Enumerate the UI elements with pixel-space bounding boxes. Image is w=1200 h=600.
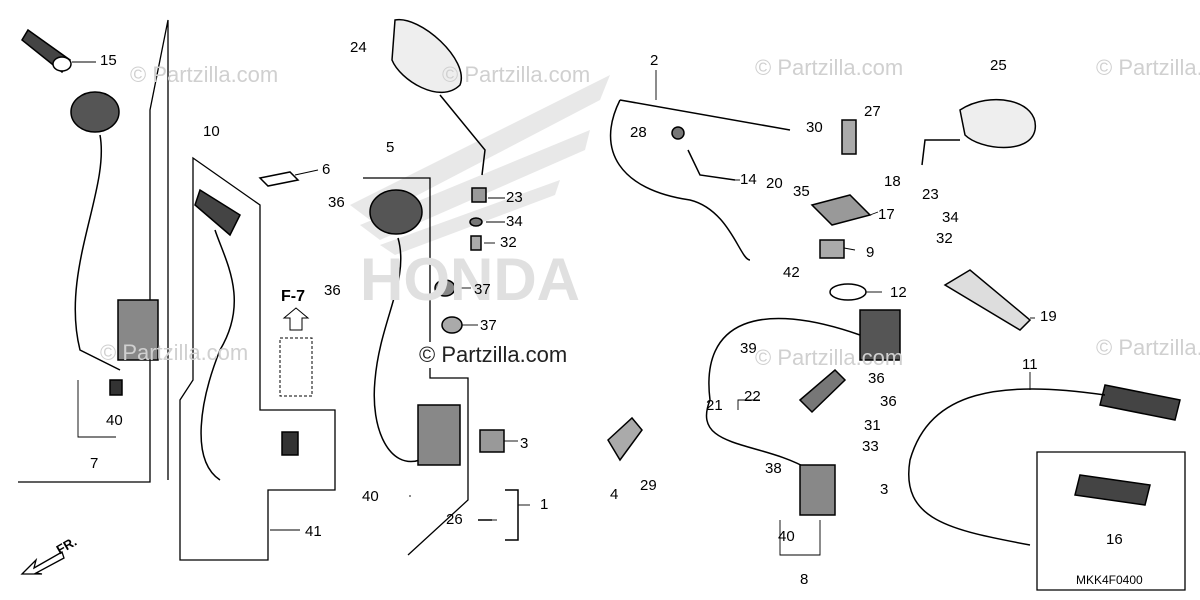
callout[interactable]: 31 [864, 417, 881, 434]
callout[interactable]: 11 [1022, 356, 1038, 373]
callout[interactable]: 22 [744, 388, 761, 405]
callout[interactable]: 37 [480, 317, 497, 334]
inset-reference-label: F-7 [281, 288, 305, 305]
callout[interactable]: 30 [806, 119, 823, 136]
callout[interactable]: 36 [328, 194, 345, 211]
watermark-main: © Partzilla.com [416, 342, 571, 368]
callout[interactable]: 32 [500, 234, 517, 251]
callout[interactable]: 40 [362, 488, 379, 505]
callout[interactable]: 37 [474, 281, 491, 298]
callout[interactable]: 32 [936, 230, 953, 247]
callout[interactable]: 16 [1106, 531, 1123, 548]
f7-inset-box [279, 337, 313, 397]
callout[interactable]: 42 [783, 264, 800, 281]
callout[interactable]: 2 [650, 52, 659, 69]
watermark: © Partzilla.com [755, 345, 904, 370]
callout[interactable]: 23 [922, 186, 939, 203]
leader-lines [72, 61, 1035, 556]
callout[interactable]: 38 [765, 460, 782, 477]
callout[interactable]: 24 [350, 39, 367, 56]
honda-logo-text: HONDA [360, 246, 580, 313]
callout[interactable]: 34 [942, 209, 959, 226]
part-drawings [21, 19, 1181, 546]
callout[interactable]: 5 [386, 139, 395, 156]
callout[interactable]: 15 [100, 52, 117, 69]
callout[interactable]: 14 [740, 171, 757, 188]
callout[interactable]: 36 [324, 282, 341, 299]
callout[interactable]: 9 [866, 244, 875, 261]
callout[interactable]: 40 [106, 412, 123, 429]
callout[interactable]: 25 [990, 57, 1007, 74]
f7-arrow-icon [282, 307, 310, 331]
watermark: © Partzilla.com [1096, 335, 1200, 360]
callout[interactable]: 3 [520, 435, 529, 452]
callout[interactable]: 18 [884, 173, 901, 190]
callout[interactable]: 34 [506, 213, 523, 230]
callout[interactable]: 26 [446, 511, 463, 528]
callout[interactable]: 21 [706, 397, 723, 414]
callout[interactable]: 33 [862, 438, 879, 455]
callout[interactable]: 4 [610, 486, 619, 503]
callout[interactable]: 39 [740, 340, 757, 357]
callout[interactable]: 10 [203, 123, 220, 140]
callout[interactable]: 1 [540, 496, 549, 513]
callout[interactable]: 3 [880, 481, 889, 498]
callout[interactable]: 41 [305, 523, 322, 540]
callout[interactable]: 35 [793, 183, 810, 200]
watermark: © Partzilla.com [442, 62, 591, 87]
callout[interactable]: 27 [864, 103, 881, 120]
callout[interactable]: 36 [880, 393, 897, 410]
callout[interactable]: 40 [778, 528, 795, 545]
watermark: © Partzilla.com [1096, 55, 1200, 80]
callout[interactable]: 19 [1040, 308, 1057, 325]
callout[interactable]: 6 [322, 161, 331, 178]
frame-lines [18, 19, 1186, 591]
callout[interactable]: 12 [890, 284, 907, 301]
callout[interactable]: 36 [868, 370, 885, 387]
callout[interactable]: 29 [640, 477, 657, 494]
callout[interactable]: 28 [630, 124, 647, 141]
callout[interactable]: 8 [800, 571, 809, 588]
watermark: © Partzilla.com [100, 340, 249, 365]
callout[interactable]: 17 [878, 206, 895, 223]
callout[interactable]: 20 [766, 175, 783, 192]
callout[interactable]: 23 [506, 189, 523, 206]
watermark: © Partzilla.com [130, 62, 279, 87]
diagram-code: MKK4F0400 [1076, 573, 1143, 587]
callout[interactable]: 7 [90, 455, 99, 472]
watermark: © Partzilla.com [755, 55, 904, 80]
front-arrow-icon [20, 551, 65, 575]
